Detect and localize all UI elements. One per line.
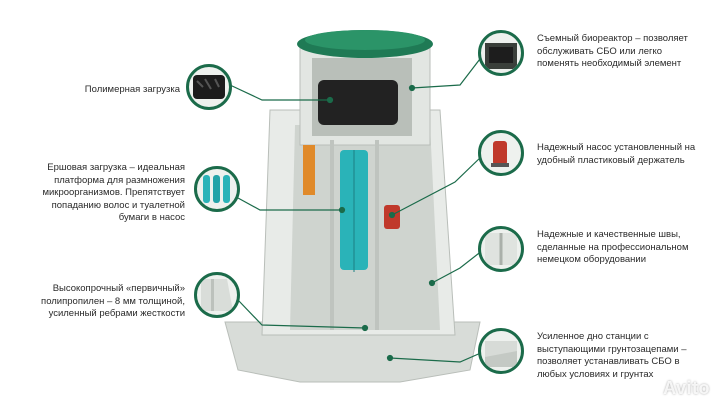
callout-pump xyxy=(478,130,524,176)
partition-wall-left xyxy=(330,140,334,330)
leader-dot-polymer xyxy=(326,96,334,104)
orange-pipe xyxy=(303,145,315,195)
label-polymer-fill: Полимерная загрузка xyxy=(84,84,180,95)
callout-seams xyxy=(478,226,524,272)
tank-base-flange xyxy=(224,321,481,383)
partition-wall-right xyxy=(375,140,379,330)
label-bioreactor: Съемный биореактор – позволяет обслужива… xyxy=(537,33,688,69)
callout-polymer-fill xyxy=(186,64,232,110)
leader-line-pump xyxy=(391,154,484,216)
bioreactor-icon xyxy=(485,43,517,69)
label-pump: Надежный насос установленный на удобный … xyxy=(537,142,696,166)
leader-line-polymer xyxy=(229,84,330,101)
leader-line-seams xyxy=(431,249,484,284)
callout-polypropylene xyxy=(194,272,240,318)
label-seams: Надежные и качественные швы, сделанные н… xyxy=(537,229,689,265)
leader-dot-polypropylene xyxy=(361,324,369,332)
green-lid-top xyxy=(305,30,425,50)
polymer-fill-icon xyxy=(193,75,225,99)
label-brush-fill: Ершовая загрузка – идеальная платформа д… xyxy=(42,162,185,223)
polymer-fill xyxy=(318,80,398,125)
pump-icon xyxy=(491,141,509,167)
leader-dot-seams xyxy=(428,279,436,287)
avito-watermark: Avito xyxy=(663,378,710,398)
label-polypropylene: Высокопрочный «первичный» полипропилен –… xyxy=(41,283,185,319)
leader-line-brush xyxy=(237,197,342,211)
callout-brush-fill xyxy=(194,166,240,212)
tank-bottom-icon xyxy=(485,341,517,367)
leader-line-bottom xyxy=(389,351,484,363)
brush-fill-icon xyxy=(203,175,230,203)
seam-icon xyxy=(485,233,517,265)
polypropylene-wall-icon xyxy=(201,279,233,311)
leader-line-bioreactor xyxy=(411,54,484,89)
leader-line-polypropylene xyxy=(237,299,366,329)
leader-dot-pump xyxy=(388,211,396,219)
leader-dot-bottom xyxy=(386,354,394,362)
leader-dot-brush xyxy=(338,206,346,214)
callout-bottom xyxy=(478,328,524,374)
leader-dot-bioreactor xyxy=(408,84,416,92)
label-bottom: Усиленное дно станции с выступающими гру… xyxy=(537,331,687,380)
callout-bioreactor xyxy=(478,30,524,76)
